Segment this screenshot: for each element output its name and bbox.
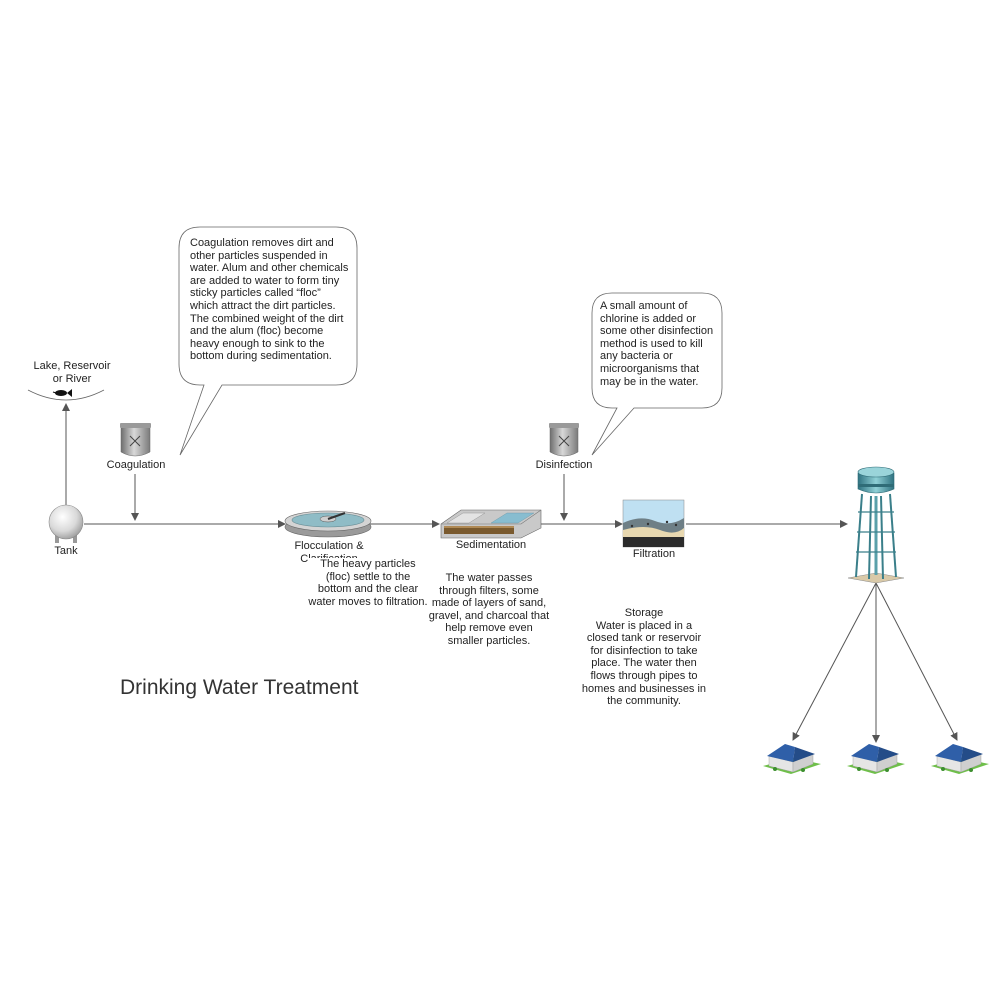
flocculation-label: Flocculation & Clarification	[274, 540, 384, 562]
sedimentation-label: Sedimentation	[455, 539, 527, 551]
connector-storage-to-home-3	[875, 582, 958, 741]
coagulation-label: Coagulation	[106, 459, 166, 471]
flocculation-label-line1: Flocculation &	[294, 540, 364, 552]
house-icon	[847, 744, 905, 774]
sedimentation-basin-icon	[440, 509, 542, 539]
chemical-tank-icon	[120, 423, 151, 457]
disinfection-callout-text: A small amount of chlorine is added or s…	[600, 300, 714, 388]
flocculation-label-line2: Clarification	[274, 553, 384, 563]
source-label-line2: or River	[52, 372, 92, 385]
connectors	[62, 403, 958, 743]
disinfection-label: Disinfection	[535, 459, 593, 471]
storage-description-text: Water is placed in a closed tank or rese…	[581, 619, 707, 708]
storage-description: Storage Water is placed in a closed tank…	[580, 607, 708, 708]
chemical-tank-icon	[549, 423, 579, 457]
filter-layers-icon	[622, 499, 685, 548]
sedimentation-description: The heavy particles (floc) settle to the…	[308, 558, 428, 609]
tank-label: Tank	[54, 545, 78, 557]
source-label: Lake, Reservoir or River	[20, 360, 124, 385]
fish-icon	[27, 389, 105, 401]
sphere-tank-icon	[48, 504, 84, 543]
house-icon	[931, 744, 989, 774]
clarifier-icon	[284, 510, 372, 538]
filtration-description: The water passes through filters, some m…	[428, 572, 550, 647]
water-tower-icon	[847, 466, 905, 584]
source-label-line1: Lake, Reservoir	[33, 360, 111, 372]
house-icon	[763, 744, 821, 774]
storage-label: Storage	[624, 607, 664, 619]
connector-storage-to-home-1	[792, 582, 877, 741]
coagulation-callout-text: Coagulation removes dirt and other parti…	[190, 237, 349, 363]
coagulation-callout-bubble	[178, 226, 358, 456]
disinfection-callout-bubble	[591, 292, 723, 456]
filtration-label: Filtration	[632, 548, 676, 560]
diagram-title: Drinking Water Treatment	[120, 676, 359, 699]
